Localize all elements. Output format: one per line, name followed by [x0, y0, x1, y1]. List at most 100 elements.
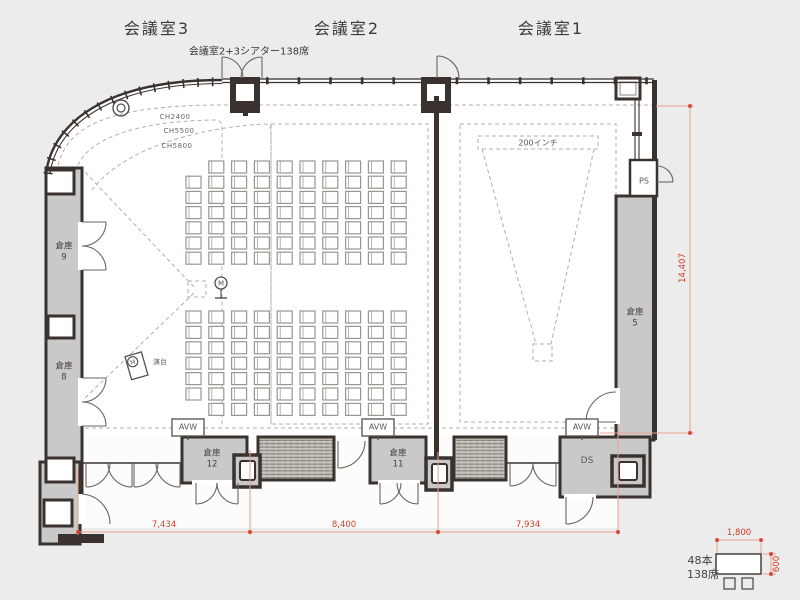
seat [345, 236, 362, 250]
seat [253, 325, 270, 339]
wall-stub [58, 534, 104, 543]
doors [81, 55, 674, 525]
seat [299, 372, 316, 386]
svg-text:M: M [130, 359, 137, 367]
seat [322, 325, 339, 339]
seat [276, 236, 293, 250]
seat [299, 175, 316, 189]
seat [390, 387, 407, 401]
chair-storage-hatch-2 [452, 435, 508, 482]
dimension-dots [76, 104, 773, 576]
seat [185, 221, 202, 235]
ch5500-label: CH5500 [163, 127, 195, 135]
seat [345, 221, 362, 235]
seat [231, 372, 248, 386]
seat [185, 175, 202, 189]
seat [390, 310, 407, 324]
seat [322, 341, 339, 355]
seat [231, 221, 248, 235]
seat [185, 372, 202, 386]
seat [390, 236, 407, 250]
seat [253, 221, 270, 235]
seat [367, 206, 384, 220]
seat [231, 251, 248, 265]
seat [208, 221, 225, 235]
seat [276, 402, 293, 416]
legend-chair-icon [741, 577, 754, 590]
seat [185, 310, 202, 324]
seat [345, 356, 362, 370]
seat [345, 387, 362, 401]
room1-title: 会議室1 [517, 19, 585, 38]
avw-label-1: AVW [178, 422, 198, 432]
round-column [112, 99, 130, 117]
seat [345, 325, 362, 339]
avw-label-3: AVW [572, 422, 592, 432]
seat [299, 251, 316, 265]
seat [299, 341, 316, 355]
seat [253, 251, 270, 265]
ceiling-lines [56, 104, 652, 429]
seat [276, 251, 293, 265]
seat [322, 387, 339, 401]
seat [231, 190, 248, 204]
seat [367, 356, 384, 370]
seat [322, 190, 339, 204]
seat [276, 387, 293, 401]
mic-letter: M [218, 280, 224, 288]
seat [276, 341, 293, 355]
seat [253, 372, 270, 386]
seat [276, 160, 293, 174]
seat [345, 372, 362, 386]
ch5800-label: CH5800 [161, 142, 193, 150]
seat [231, 402, 248, 416]
ch5800-line [91, 123, 272, 425]
ch2400-line [56, 104, 652, 173]
seat [367, 387, 384, 401]
legend-table-symbol [715, 553, 762, 590]
curved-wall-outer [44, 78, 223, 175]
dim-8400: 8,400 [331, 520, 357, 530]
seat [345, 190, 362, 204]
seat [390, 341, 407, 355]
movable-partition-closed [434, 96, 439, 458]
seat [299, 206, 316, 220]
seat [322, 402, 339, 416]
seat [299, 160, 316, 174]
seat [208, 206, 225, 220]
seat [390, 356, 407, 370]
shaft-columns [232, 453, 646, 492]
seat [185, 341, 202, 355]
seat [276, 325, 293, 339]
seat [253, 387, 270, 401]
seat [299, 190, 316, 204]
seat [367, 160, 384, 174]
seat [299, 402, 316, 416]
dimension-lines [76, 104, 776, 576]
seat [231, 356, 248, 370]
seat [299, 310, 316, 324]
room3-title: 会議室3 [123, 19, 191, 38]
seat [299, 356, 316, 370]
seat [322, 175, 339, 189]
avw-boxes [171, 418, 599, 440]
seat [276, 206, 293, 220]
seat [322, 251, 339, 265]
seat [185, 251, 202, 265]
seat [299, 325, 316, 339]
dim-600: 600 [772, 555, 782, 573]
right-outer-wall [652, 80, 657, 440]
seat [185, 236, 202, 250]
seat [208, 372, 225, 386]
seat [367, 325, 384, 339]
seat [367, 372, 384, 386]
seat [299, 236, 316, 250]
ds-label: DS [580, 456, 594, 466]
column [44, 456, 76, 484]
room2-title: 会議室2 [313, 19, 381, 38]
seat [367, 175, 384, 189]
seat [367, 402, 384, 416]
seat [345, 160, 362, 174]
